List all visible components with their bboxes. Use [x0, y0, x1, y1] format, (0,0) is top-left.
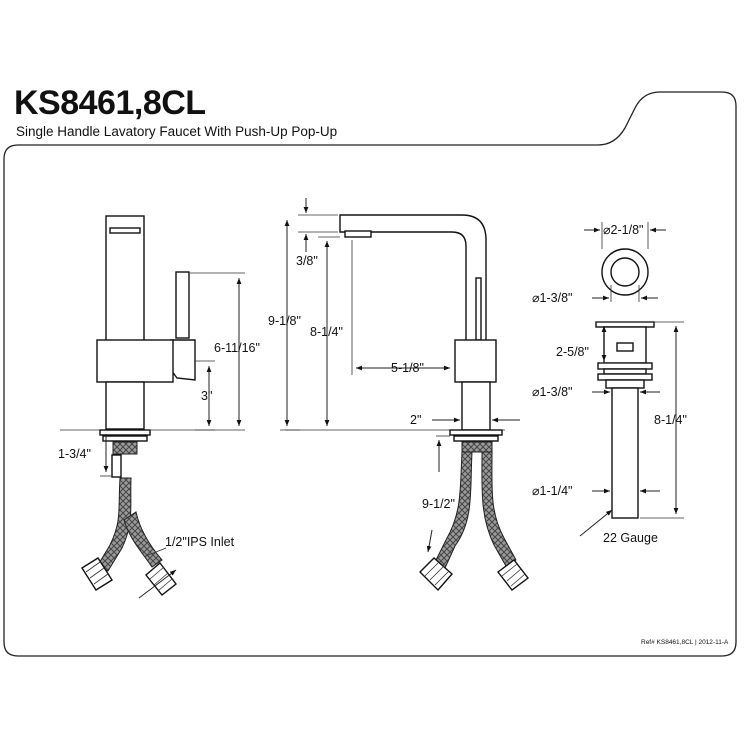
drain-ring — [597, 362, 653, 370]
drain-cap — [595, 321, 655, 328]
dim-drain-throat: ⌀1-3/8" — [532, 385, 572, 399]
drain-view: ⌀2-1/8" ⌀1-3/8" 2-5/8" ⌀1-3/8" 8-1/4" ⌀1… — [532, 222, 687, 545]
side-gasket — [102, 435, 148, 442]
side-hose-left — [97, 477, 132, 572]
side-view: 6-11/16" 3" 1-3/4" 1/2"IPS Inlet — [58, 215, 260, 599]
dim-side-total-height: 6-11/16" — [214, 341, 260, 355]
drain-nut — [603, 368, 647, 375]
dim-side-inlet: 1/2"IPS Inlet — [165, 535, 235, 549]
drain-washer — [597, 373, 653, 381]
dim-drain-flange: ⌀2-1/8" — [603, 223, 643, 237]
front-lower-column — [461, 381, 491, 431]
front-gasket — [453, 435, 499, 442]
front-view: 3/8" 9-1/8" 8-1/4" 5-1/8" 2" 9-1/2" — [268, 198, 529, 592]
side-nut-right — [145, 561, 177, 596]
side-spout-column — [105, 215, 145, 343]
front-body-block — [454, 339, 497, 383]
drain-collar — [605, 379, 645, 389]
front-handle-edge — [475, 277, 482, 341]
dim-front-reach: 5-1/8" — [391, 361, 424, 375]
front-escutcheon — [449, 429, 503, 436]
drain-gauge-label: 22 Gauge — [603, 531, 658, 545]
side-hose-right — [123, 511, 163, 568]
dim-drain-top-opening: ⌀1-3/8" — [532, 291, 572, 305]
dim-front-outlet: 3/8" — [296, 254, 318, 268]
side-lower-column — [105, 381, 145, 430]
front-nut-right — [497, 559, 529, 591]
side-handle — [175, 271, 190, 339]
drain-window — [616, 342, 634, 352]
side-outlet — [109, 227, 141, 234]
drain-tailpiece — [611, 387, 639, 519]
side-shank-tube — [111, 454, 122, 478]
dim-front-spout-height: 8-1/4" — [310, 325, 343, 339]
dim-front-hose: 9-1/2" — [422, 497, 455, 511]
drain-body — [603, 326, 647, 364]
front-hose-right — [481, 451, 517, 567]
dim-side-shank: 1-3/4" — [58, 447, 91, 461]
front-aerator — [344, 230, 372, 238]
drawing-reference: Ref# KS8461,8CL | 2012-11-A — [641, 639, 729, 646]
model-description: Single Handle Lavatory Faucet With Push-… — [16, 124, 338, 139]
side-shank — [112, 441, 138, 455]
dim-side-base-height: 3" — [201, 389, 212, 403]
side-escutcheon — [99, 429, 151, 436]
model-title: KS8461,8CL — [14, 84, 206, 122]
front-nut-left — [419, 557, 453, 592]
side-nut-left — [81, 557, 113, 591]
dim-front-overall-height: 9-1/8" — [268, 314, 301, 328]
front-hose-left — [434, 451, 473, 569]
dim-drain-tail-length: 8-1/4" — [654, 413, 687, 427]
front-shank — [461, 441, 493, 453]
dim-front-base: 2" — [410, 413, 421, 427]
side-body-block — [96, 339, 174, 383]
drain-opening-top — [610, 257, 640, 287]
dim-drain-body-height: 2-5/8" — [556, 345, 589, 359]
side-handle-base — [170, 339, 196, 381]
dim-drain-tail-diameter: ⌀1-1/4" — [532, 484, 572, 498]
sheet-border — [3, 91, 737, 657]
